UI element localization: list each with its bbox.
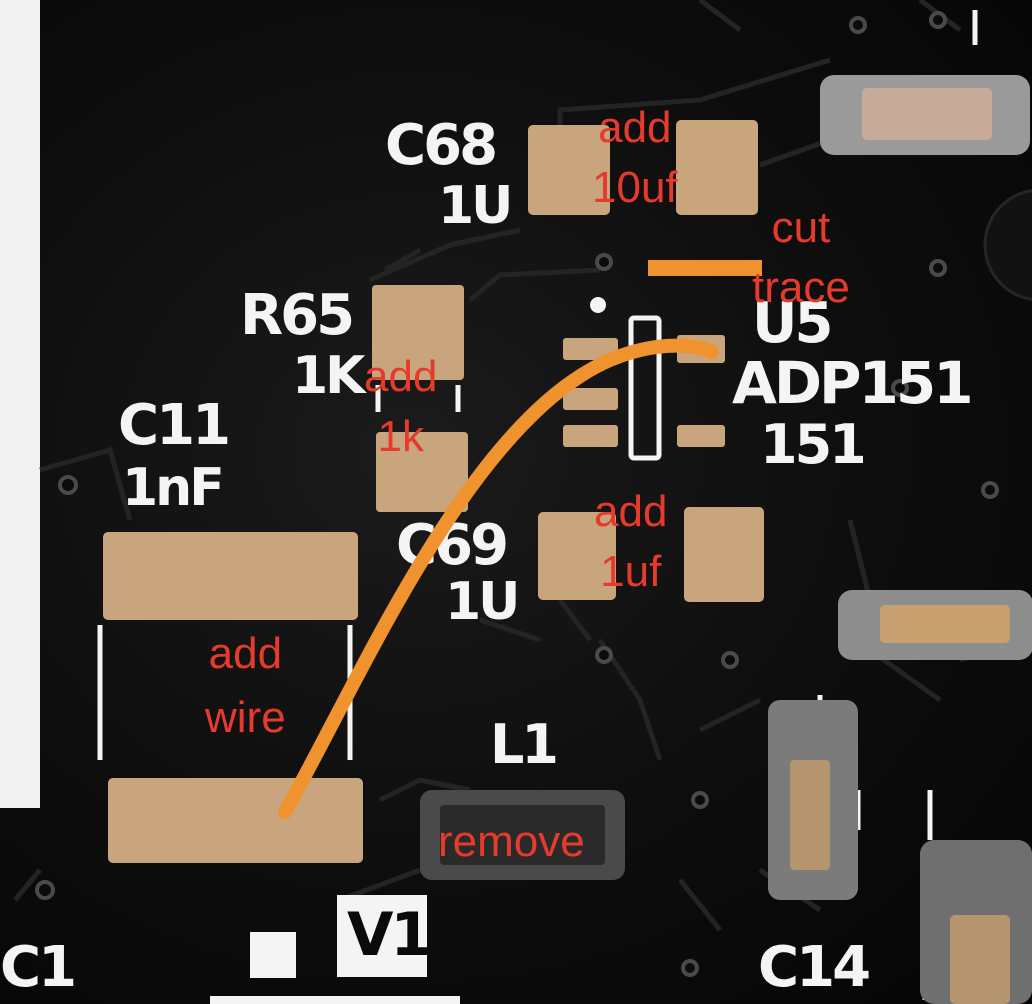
c68-value-label: 1U bbox=[438, 176, 513, 236]
annotation-cut-trace: cut trace bbox=[752, 203, 850, 312]
v1-label-box bbox=[337, 895, 427, 977]
paper-edge bbox=[0, 0, 40, 808]
annotation-add-1uf: add 1uf bbox=[594, 487, 668, 596]
annotation-add-10uf: add 10uf bbox=[592, 103, 678, 212]
pad-r65-bottom bbox=[376, 432, 468, 512]
u5-sub-label: 151 bbox=[760, 413, 867, 476]
c1-ref-label: C1 bbox=[0, 935, 77, 1000]
annotation-add-wire: add wire bbox=[205, 629, 286, 742]
pad-c68-right bbox=[676, 120, 758, 215]
pad-u5-5 bbox=[677, 425, 725, 447]
c69-value-label: 1U bbox=[445, 572, 520, 632]
pad-u5-2 bbox=[563, 388, 618, 410]
l1-ref-label: L1 bbox=[490, 713, 559, 776]
pad-c11-top bbox=[103, 532, 358, 620]
r65-ref-label: R65 bbox=[240, 283, 355, 348]
pin1-dot bbox=[590, 297, 606, 313]
annotation-remove: remove bbox=[438, 817, 585, 866]
pad-u5-3 bbox=[563, 425, 618, 447]
pad-c69-left bbox=[538, 512, 616, 600]
large-component bbox=[983, 189, 1032, 301]
c11-ref-label: C11 bbox=[118, 393, 231, 458]
pad-c68-left bbox=[528, 125, 610, 215]
c11-value-label: 1nF bbox=[122, 458, 225, 518]
u5-part-label: ADP151 bbox=[732, 349, 974, 417]
gold-pads bbox=[103, 120, 764, 863]
c14-ref-label: C14 bbox=[758, 935, 871, 1000]
r65-value-label: 1K bbox=[292, 346, 366, 406]
copper-traces bbox=[13, 0, 1032, 932]
smd-parts bbox=[420, 75, 1032, 1004]
pad-r65-top bbox=[372, 285, 464, 380]
pad-u5-1 bbox=[563, 338, 618, 360]
silk-square bbox=[250, 932, 296, 978]
u5-ref-label: U5 bbox=[752, 291, 833, 356]
vias bbox=[35, 11, 1019, 977]
add-wire-mark bbox=[278, 338, 719, 819]
v1-ref-label: V1 bbox=[347, 900, 432, 970]
c68-ref-label: C68 bbox=[385, 113, 498, 178]
pad-c69-right bbox=[684, 507, 764, 602]
annotation-add-1k: add 1k bbox=[364, 352, 438, 461]
